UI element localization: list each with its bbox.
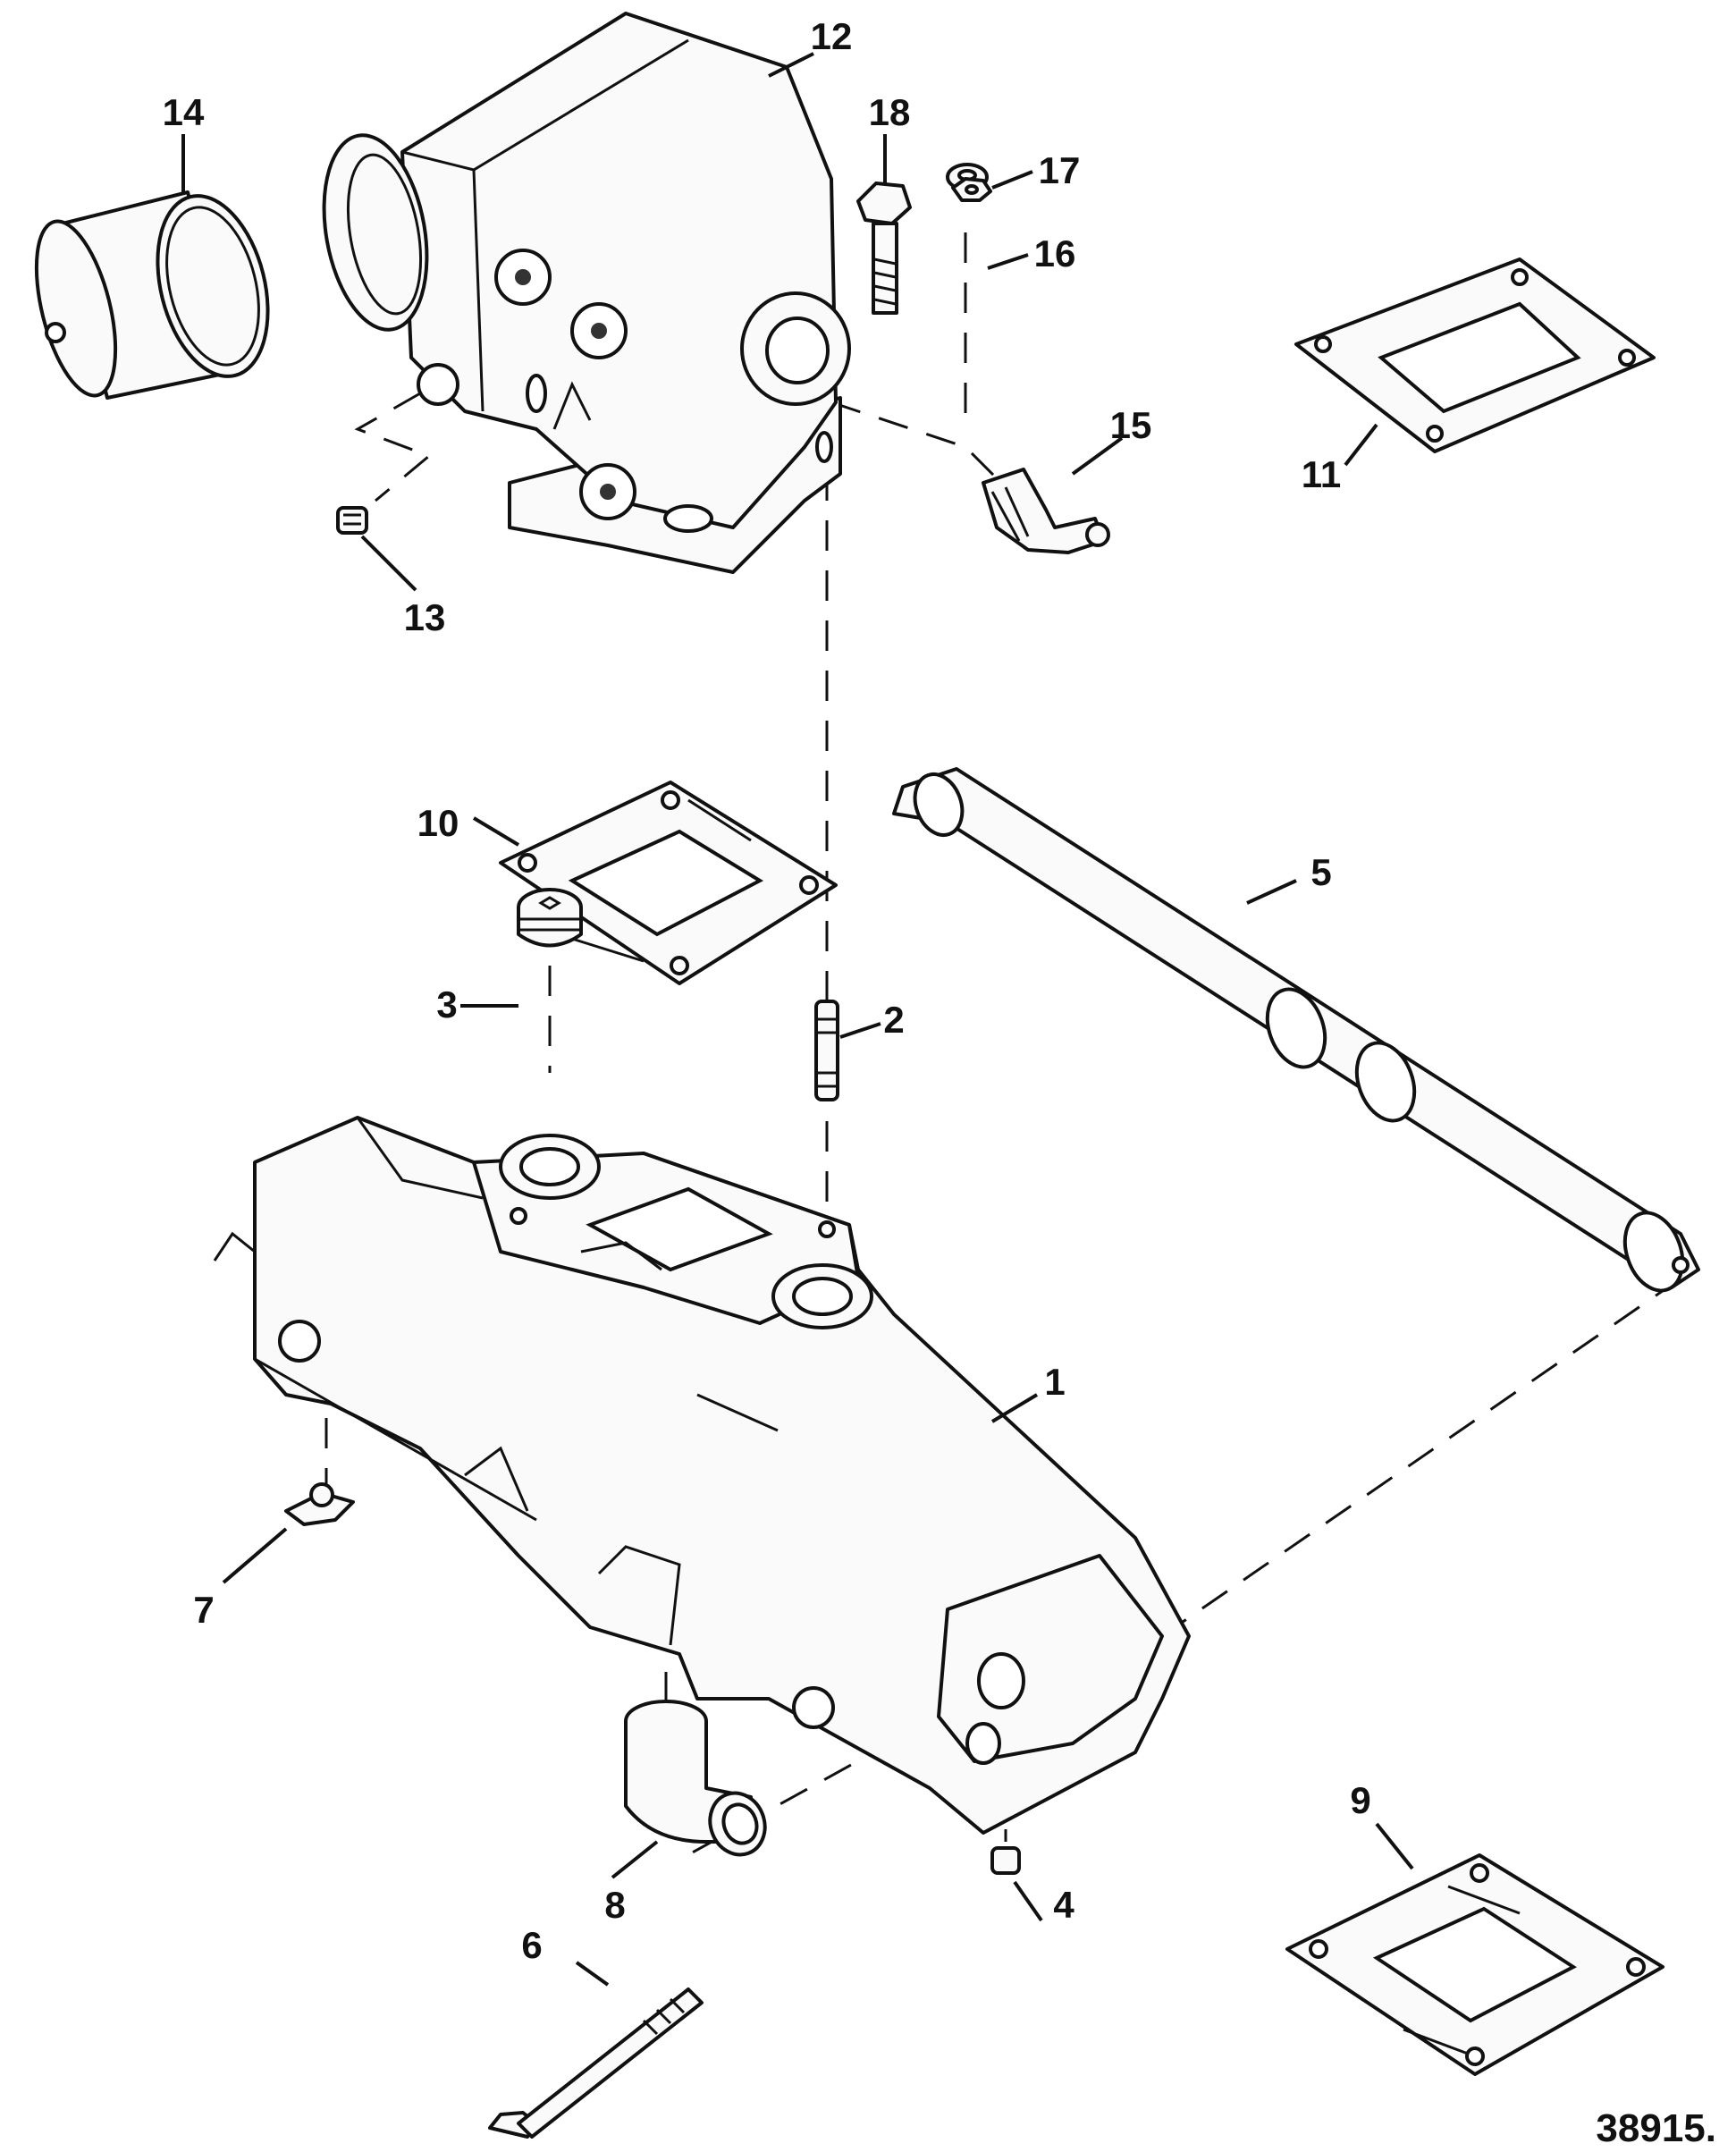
figure-number: 38915. (1596, 2106, 1716, 2150)
pipe-plug-part-3 (517, 888, 583, 948)
callout-14: 14 (163, 91, 205, 133)
callout-9: 9 (1350, 1779, 1370, 1821)
gasket-part-9 (1285, 1853, 1664, 2076)
callout-13: 13 (404, 596, 446, 638)
callout-8: 8 (604, 1884, 625, 1926)
callout-7: 7 (193, 1589, 214, 1631)
callout-16: 16 (1034, 232, 1076, 274)
pipe-plug-part-13 (336, 506, 368, 535)
callout-18: 18 (869, 91, 911, 133)
callout-10: 10 (417, 802, 459, 844)
exhaust-tube-part-14 (34, 190, 270, 400)
callout-17: 17 (1039, 149, 1081, 191)
leader-lines (181, 52, 1414, 1987)
exhaust-gasket-part-5 (892, 767, 1700, 1293)
gasket-part-10 (499, 781, 838, 985)
gasket-part-11 (1294, 257, 1656, 453)
callout-labels: 14 12 18 17 16 15 11 13 10 5 3 2 1 7 8 4… (163, 15, 1371, 1966)
fitting-part-15 (982, 468, 1110, 554)
nut-part-17 (951, 177, 992, 202)
elbow-fitting-part-8 (624, 1700, 767, 1857)
pipe-plug-part-4 (990, 1846, 1021, 1875)
callout-1: 1 (1044, 1361, 1065, 1403)
callout-6: 6 (521, 1924, 542, 1966)
exhaust-elbow-part-12 (322, 12, 851, 574)
stud-part-2 (814, 1000, 839, 1101)
bolt-part-18 (856, 181, 912, 315)
callout-11: 11 (1302, 453, 1341, 495)
callout-3: 3 (436, 983, 457, 1025)
bolt-part-6 (488, 1987, 704, 2139)
callout-12: 12 (811, 15, 853, 57)
callout-2: 2 (883, 999, 904, 1041)
callout-5: 5 (1310, 851, 1331, 893)
clip-part-7 (284, 1482, 355, 1526)
callout-15: 15 (1110, 404, 1152, 446)
callout-4: 4 (1053, 1884, 1074, 1926)
exhaust-manifold-part-1 (213, 1116, 1191, 1835)
